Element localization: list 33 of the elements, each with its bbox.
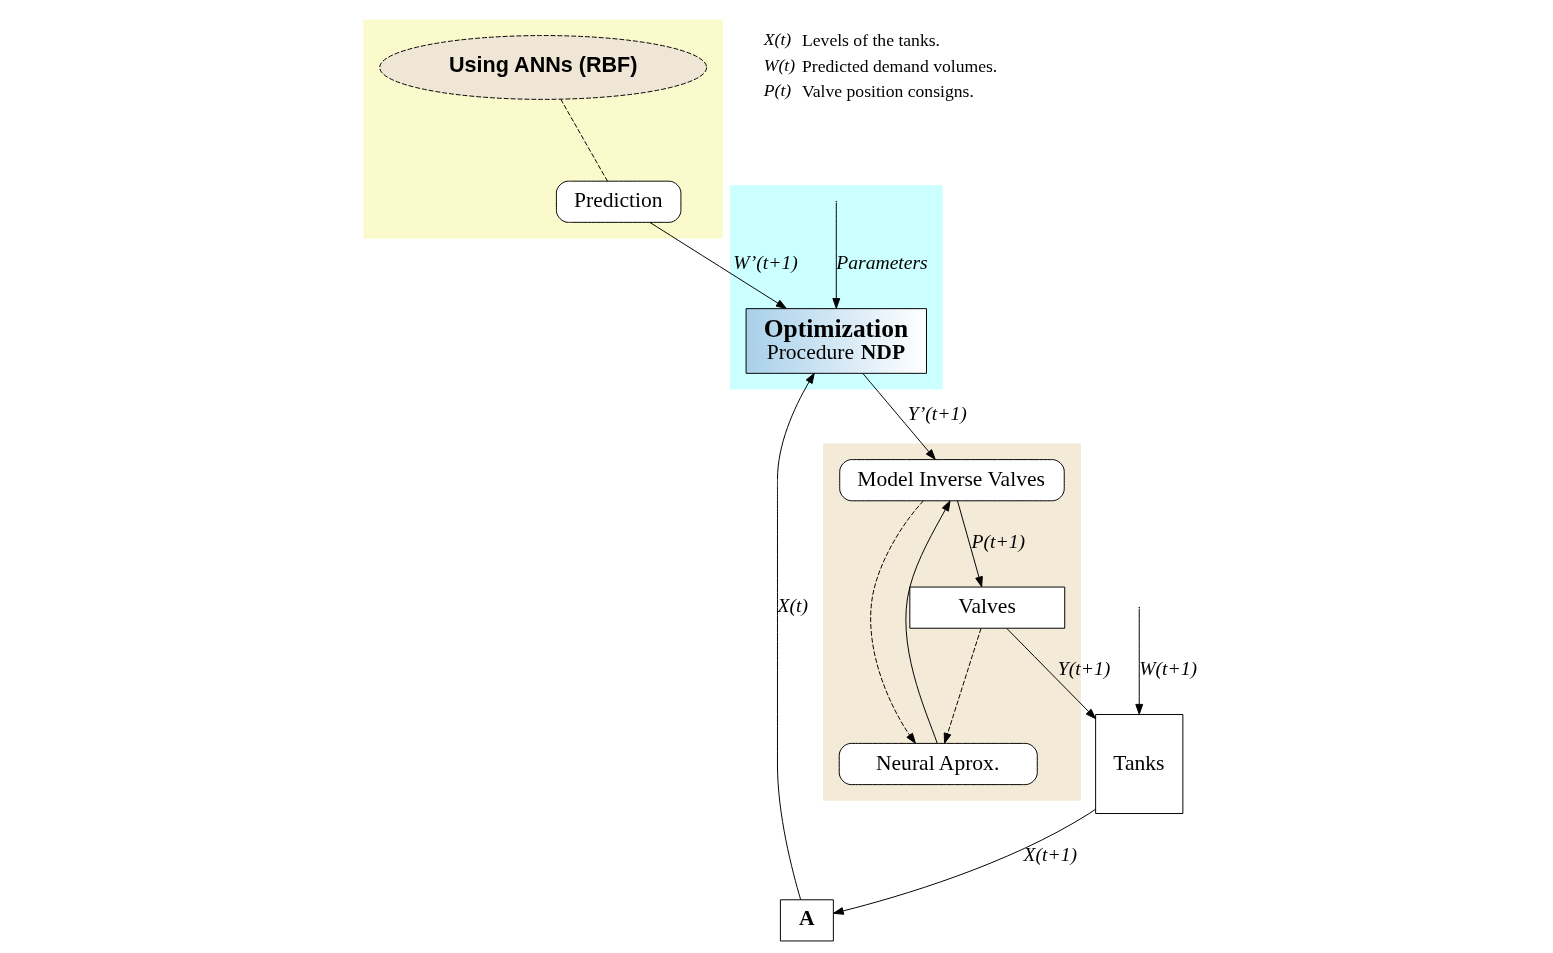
arrow [832,202,841,309]
arrow [1006,628,1096,720]
arrow [832,808,1096,915]
arrow [777,372,815,901]
cluster [363,19,724,239]
label: Valve position consigns. [801,81,974,102]
label: Predicted demand volumes. [801,55,998,76]
edge-label: X(t+1) [1023,843,1078,865]
arrow [943,628,982,744]
arrow [905,500,951,744]
edge-label: W(t+1) [1139,658,1198,680]
node-box: A [779,899,834,942]
label: Levels of the tanks. [801,30,941,51]
node-box: Valves [909,586,1066,629]
edge-label: Y’(t+1) [907,403,967,425]
node-box: Neural Aprox. [838,742,1038,786]
node-box: Tanks [1095,714,1184,814]
arrow [870,500,924,744]
node-box: Model Inverse Valves [839,459,1065,502]
node-box: Prediction [555,180,682,223]
arrow [1135,608,1144,715]
label: X(t) [763,29,792,50]
cluster [729,185,943,390]
arrow [957,500,983,588]
connector [560,98,608,182]
node-box: Optimization Procedure NDP [745,308,927,374]
edge-label: Y(t+1) [1057,658,1111,680]
node-ellipse: Using ANNs (RBF) [379,35,708,100]
edge-label: W’(t+1) [733,252,798,274]
arrow [649,221,787,309]
edge-label: P(t+1) [971,530,1026,552]
label: P(t) [763,80,792,101]
label: W(t) [763,54,796,75]
